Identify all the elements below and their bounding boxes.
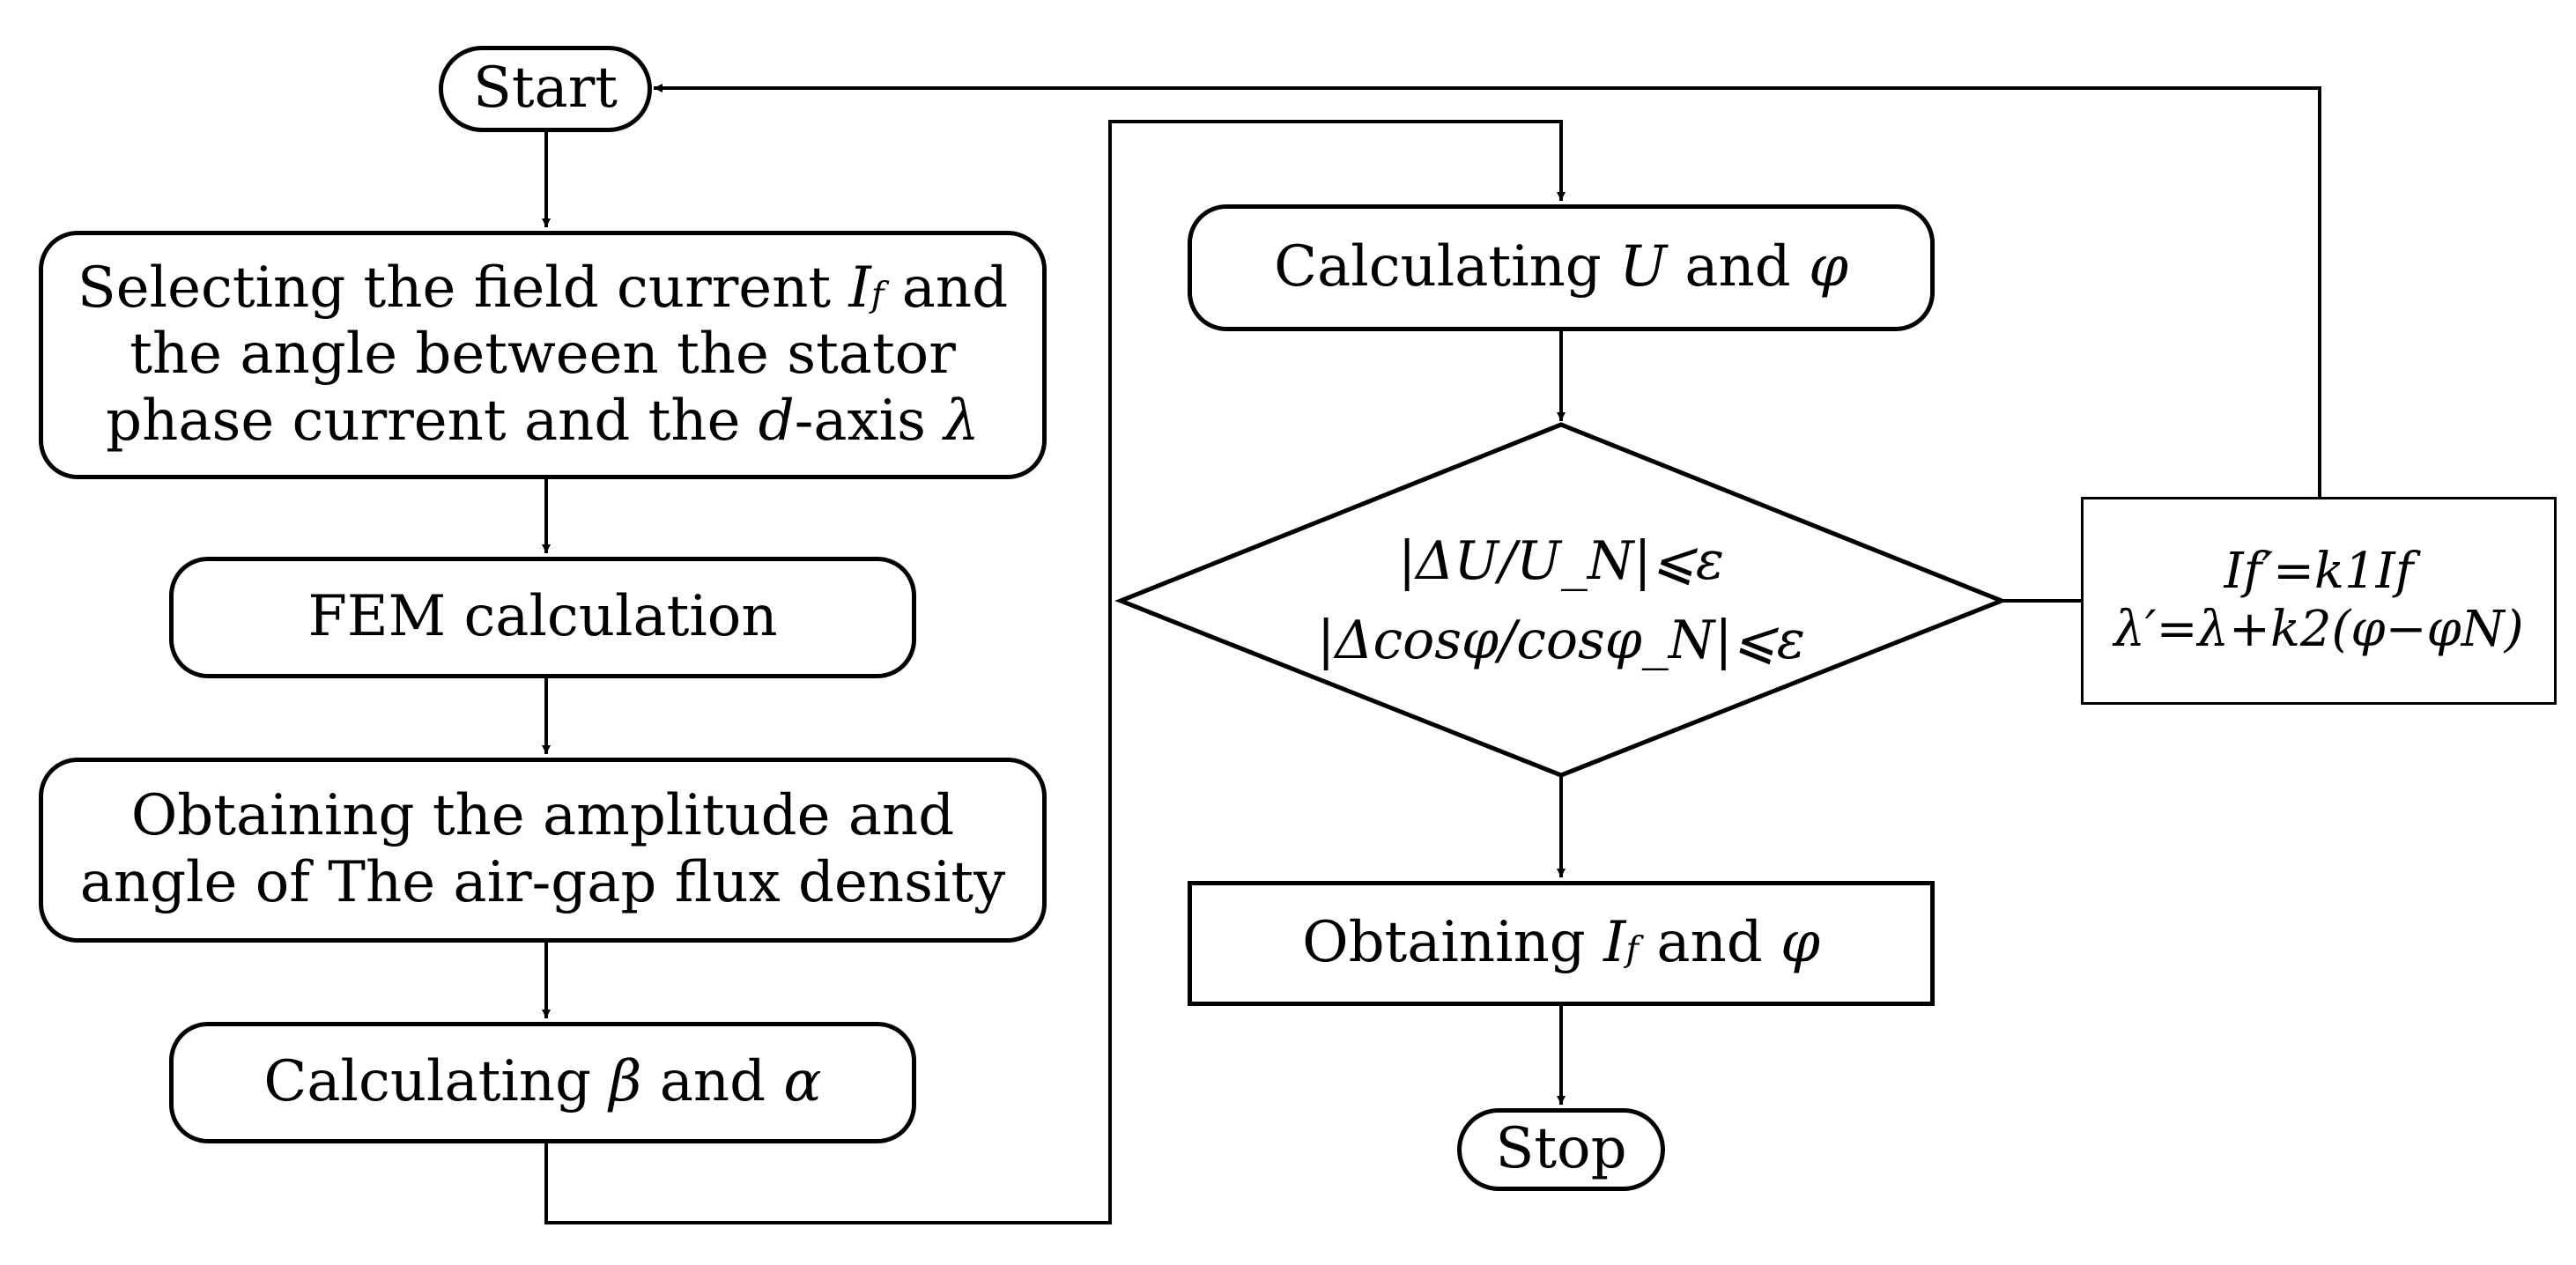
decision-line-2: |Δcosφ/cosφ_N|⩽ε xyxy=(1316,610,1805,671)
obtain-flux-line-1: Obtaining the amplitude and xyxy=(130,783,955,849)
decision-condition: |ΔU/U_N|⩽ε |Δcosφ/cosφ_N|⩽ε xyxy=(1262,504,1861,698)
start-terminator: Start xyxy=(439,46,652,132)
decision-diamond xyxy=(1114,422,2008,778)
update-parameters-step: If′=k1If λ′=λ+k2(φ−φN) xyxy=(2081,497,2557,705)
select-line-1: Selecting the field current If and xyxy=(77,255,1009,321)
obtain-if-phi-step: Obtaining If and φ xyxy=(1188,881,1935,1006)
select-line-2: the angle between the stator xyxy=(130,322,956,388)
update-line-2: λ′=λ+k2(φ−φN) xyxy=(2113,601,2524,658)
edge-calcbeta-to-calcu xyxy=(544,120,1566,1224)
stop-terminator: Stop xyxy=(1457,1108,1665,1191)
decision-line-1: |ΔU/U_N|⩽ε xyxy=(1397,530,1725,592)
calc-u-label: Calculating U and φ xyxy=(1274,234,1848,300)
edge-update-to-start xyxy=(654,84,2321,497)
obtain-flux-line-2: angle of The air-gap flux density xyxy=(79,850,1006,915)
stop-label: Stop xyxy=(1495,1116,1627,1182)
select-field-current-step: Selecting the field current If and the a… xyxy=(39,231,1047,479)
calc-beta-label: Calculating β and α xyxy=(263,1049,822,1115)
update-line-1: If′=k1If xyxy=(2224,542,2414,600)
calc-u-phi-step: Calculating U and φ xyxy=(1188,204,1935,331)
start-label: Start xyxy=(472,55,618,122)
fem-label: FEM calculation xyxy=(307,584,778,650)
select-line-3: phase current and the d-axis λ xyxy=(106,388,980,454)
obtain-if-label: Obtaining If and φ xyxy=(1302,910,1820,976)
fem-calculation-step: FEM calculation xyxy=(169,557,916,678)
calc-beta-alpha-step: Calculating β and α xyxy=(169,1022,916,1143)
obtain-flux-density-step: Obtaining the amplitude and angle of The… xyxy=(39,758,1047,943)
